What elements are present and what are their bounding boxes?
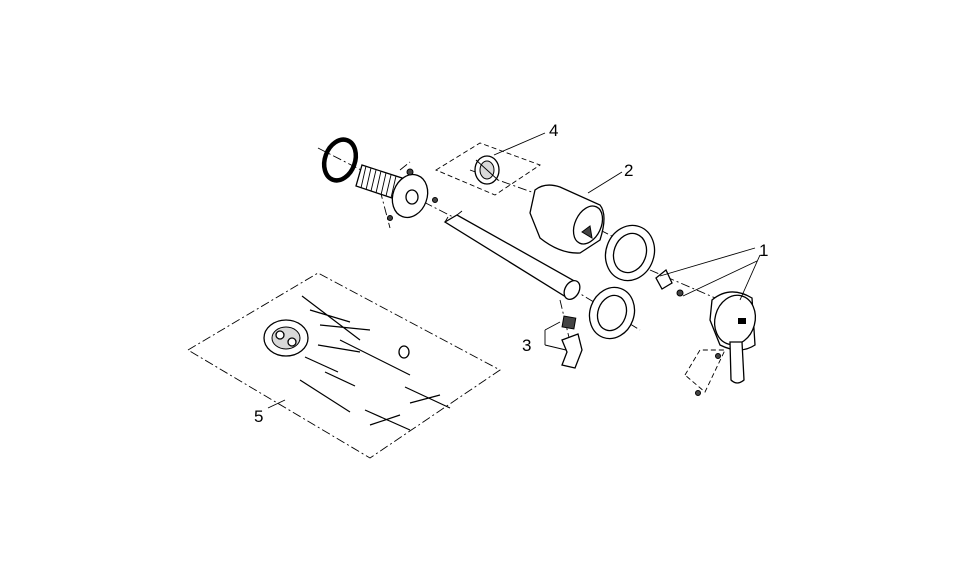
part-2-sleeve: [529, 184, 605, 254]
callout-leaders: [267, 132, 761, 409]
rosette-ring-lower: [588, 286, 636, 340]
part-1-lever-handle: [655, 268, 757, 396]
callout-label: 2: [624, 161, 633, 180]
callout-label: 5: [254, 407, 263, 426]
callout-label: 1: [759, 241, 768, 260]
rosette-ring-upper: [604, 224, 656, 282]
callout-label: 3: [522, 336, 531, 355]
extension-tube: [443, 210, 581, 300]
part-3-fitting: [561, 315, 583, 369]
callout-label: 4: [549, 121, 558, 140]
part-4-group: [435, 142, 541, 196]
part-5-group: [187, 272, 501, 459]
o-ring: [321, 137, 359, 183]
threaded-mounting-body: [355, 164, 438, 221]
